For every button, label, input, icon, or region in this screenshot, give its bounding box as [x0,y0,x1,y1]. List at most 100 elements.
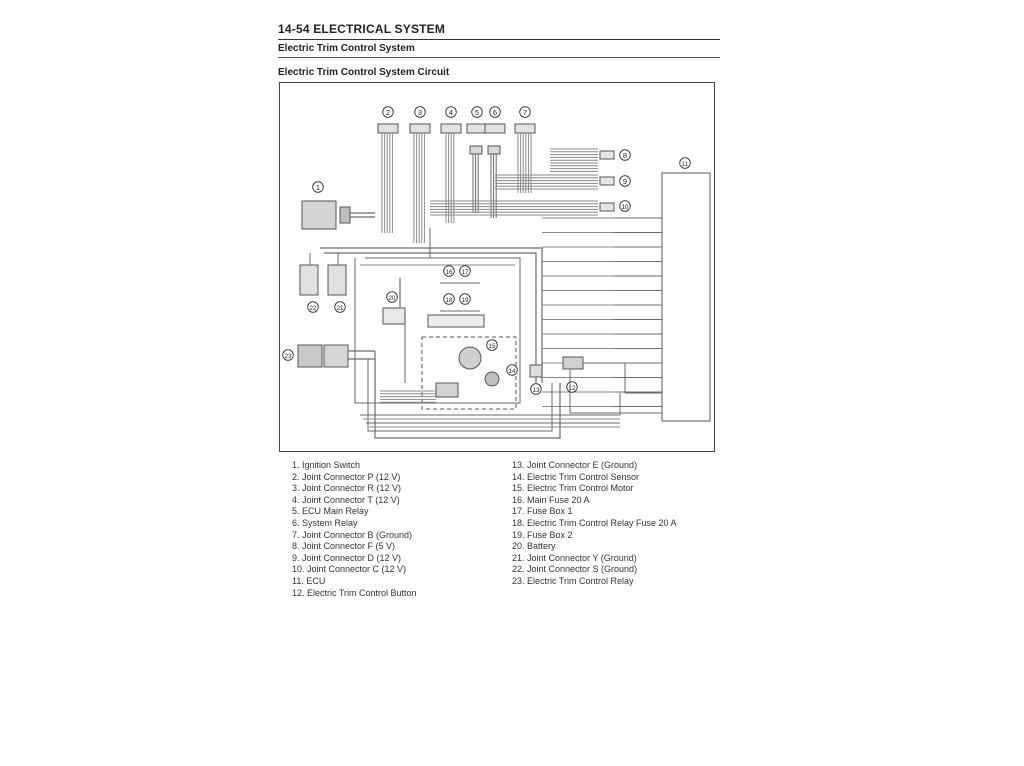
joint-connector [599,150,615,160]
callout-circle [443,265,455,277]
legend-item: 10. Joint Connector C (12 V) [292,564,407,575]
relay-contact [469,145,483,155]
callout-circle [307,301,319,313]
callout-circle [619,200,631,212]
callout-label: 3 [418,108,422,117]
callout-circle [459,265,471,277]
legend-item: 22. Joint Connector S (Ground) [512,564,638,575]
callout-label: 23 [285,353,292,360]
legend-item: 5. ECU Main Relay [292,506,369,517]
ignition-connector [339,206,351,224]
figure-title: Electric Trim Control System Circuit [278,67,450,78]
callout-label: 10 [622,204,629,211]
legend-item: 9. Joint Connector D (12 V) [292,552,402,563]
callout-circle [679,157,691,169]
connector-block [377,123,399,134]
callout-circle [471,106,483,118]
callout-label: 9 [623,177,627,186]
legend-item: 1. Ignition Switch [292,460,361,470]
joint-connector [599,176,615,186]
legend-item: 21. Joint Connector Y (Ground) [512,552,637,563]
callout-label: 6 [493,108,497,117]
legend-item: 14. Electric Trim Control Sensor [512,471,640,482]
ground-block [299,264,319,296]
legend-item: 8. Joint Connector F (5 V) [292,541,396,552]
section-title: 14-54 ELECTRICAL SYSTEM [278,22,446,36]
callout-label: 5 [475,108,479,117]
ecu-block [661,172,711,422]
wire [320,247,543,383]
connector-block [514,123,536,134]
ignition-switch [301,200,337,230]
callout-label: 15 [489,343,496,350]
battery [382,307,406,325]
callout-circle [566,381,578,393]
callout-label: 20 [389,295,396,302]
wire [583,362,662,394]
legend-item: 2. Joint Connector P (12 V) [292,471,401,482]
legend-item: 17. Fuse Box 1 [512,506,573,517]
wire [569,369,662,414]
subsection-rule [278,57,720,58]
legend-item: 12. Electric Trim Control Button [292,587,417,598]
legend-item: 13. Joint Connector E (Ground) [512,460,638,470]
legend-item: 6. System Relay [292,517,358,528]
callout-label: 4 [449,108,453,117]
connector-block [466,123,488,134]
trim-button [562,356,584,370]
connector-block [409,123,431,134]
callout-label: 12 [569,385,576,392]
callout-label: 2 [386,108,390,117]
callout-label: 17 [462,269,469,276]
legend-item: 3. Joint Connector R (12 V) [292,483,402,494]
legend-right-column: 13. Joint Connector E (Ground) 14. Elect… [512,460,677,588]
callout-label: 21 [337,305,344,312]
callout-label: 22 [310,305,317,312]
callout-circle [445,106,457,118]
header-rule [278,39,720,40]
subsection-title: Electric Trim Control System [278,43,415,54]
legend-item: 16. Main Fuse 20 A [512,494,590,505]
callout-circle [619,149,631,161]
trim-relay-connector [323,344,349,368]
joint-connector [599,202,615,212]
callout-circle [282,349,294,361]
legend-item: 4. Joint Connector T (12 V) [292,494,400,505]
legend-item: 11. ECU [292,575,326,586]
callout-label: 7 [523,108,527,117]
callout-label: 14 [509,368,516,375]
connector-block [440,123,462,134]
legend-item: 15. Electric Trim Control Motor [512,483,634,494]
callout-label: 8 [623,151,627,160]
motor-connector [435,382,459,398]
trim-motor [458,346,482,370]
legend-item: 20. Battery [512,541,556,552]
legend-item: 19. Fuse Box 2 [512,529,573,540]
callout-circle [519,106,531,118]
callout-circle [489,106,501,118]
joint-connector-e [529,364,543,378]
trim-sensor [484,371,500,387]
wire [324,252,537,383]
callout-label: 19 [462,297,469,304]
wire [354,257,521,404]
wire [374,351,561,439]
legend-item: 18. Electric Trim Control Relay Fuse 20 … [512,517,677,528]
callout-label: 1 [316,183,320,192]
callout-circle [459,293,471,305]
callout-circle [382,106,394,118]
callout-circle [506,364,518,376]
callout-label: 13 [533,387,540,394]
callout-label: 16 [446,269,453,276]
callout-circle [312,181,324,193]
callout-circle [486,339,498,351]
ground-block [327,264,347,296]
legend-item: 7. Joint Connector B (Ground) [292,529,413,540]
callout-label: 18 [446,297,453,304]
callout-circle [619,175,631,187]
trim-relay [297,344,323,368]
callout-circle [414,106,426,118]
relay-contact [487,145,501,155]
